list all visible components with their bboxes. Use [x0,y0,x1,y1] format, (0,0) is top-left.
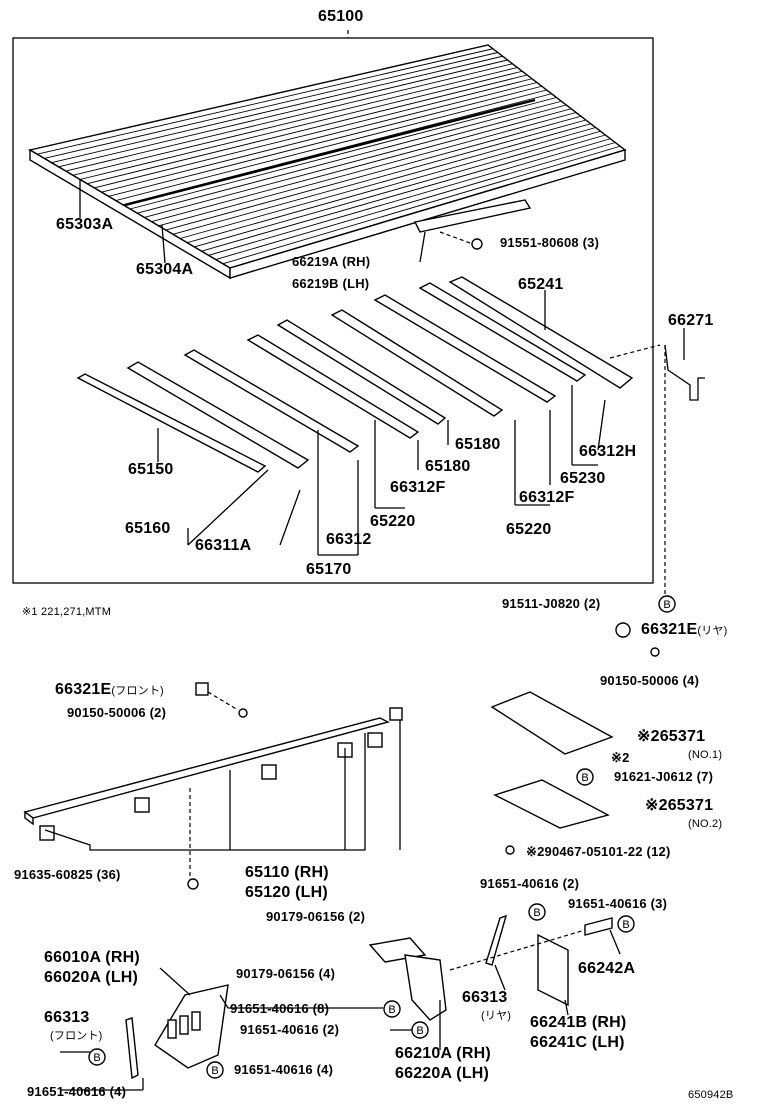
label-66241C: 66241C (LH) [530,1034,625,1051]
nut-66321E-rear [615,622,660,657]
mudguard-66210A [368,937,447,1021]
label-91651-c: 91651-40616 (8) [230,1001,330,1016]
label-65220-a: 65220 [370,513,416,530]
label-66010A: 66010A (RH) [44,949,140,966]
label-65371-no2-sub: (NO.2) [688,818,723,830]
label-90150-rear: 90150-50006 (4) [600,673,700,688]
label-91511: 91511-J0820 (2) [502,596,601,611]
label-65371-no1: ※265371 [637,728,706,745]
svg-text:B: B [663,599,670,611]
svg-text:B: B [533,907,540,919]
svg-text:B: B [93,1052,100,1064]
svg-text:B: B [581,772,588,784]
label-91551: 91551-80608 (3) [500,235,600,250]
stay-66313-front [125,1017,139,1080]
label-65110: 65110 (RH) [245,864,329,881]
nut-66321E-front [195,682,248,718]
label-66210A: 66210A (RH) [395,1045,491,1062]
label-65150: 65150 [128,461,174,478]
bracket-66219 [413,199,532,233]
label-90179-a: 90179-06156 (2) [266,909,366,924]
label-66311A: 66311A [195,537,252,554]
label-66220A: 66220A (LH) [395,1065,490,1082]
svg-text:B: B [211,1065,218,1077]
svg-text:B: B [416,1025,423,1037]
side-rail-65110 [23,707,403,841]
label-66219B: 66219B (LH) [292,276,370,291]
bolt-91551 [439,231,483,250]
label-91635: 91635-60825 (36) [14,867,121,882]
plate-65371-no2 [493,779,610,829]
leader-lines [60,180,685,1091]
svg-text:B: B [622,919,629,931]
label-91651-b: 91651-40616 (3) [568,896,668,911]
stay-66313-rear [485,914,508,966]
label-90150-front: 90150-50006 (2) [67,705,167,720]
figure-code: 650942B [688,1089,734,1101]
label-66321E-rear: 66321E(リヤ) [641,621,728,638]
cross-sills [76,276,634,473]
label-90179-b: 90179-06156 (4) [236,966,336,981]
label-65304A: 65304A [136,261,194,278]
plate-65371-no1 [490,691,614,755]
label-66219A: 66219A (RH) [292,254,371,269]
label-65230: 65230 [560,470,606,487]
mudguard-66010A [154,984,229,1069]
label-65180-a: 65180 [455,436,501,453]
label-assembly: 65100 [318,8,364,25]
label-65160: 65160 [125,520,171,537]
label-66271: 66271 [668,312,714,329]
label-66321E-front: 66321E(フロント) [55,681,164,698]
bolt-91635 [187,878,199,890]
screw-290467 [505,845,515,855]
label-65180-b: 65180 [425,458,471,475]
label-91621: 91621-J0612 (7) [614,769,714,784]
callout-b-markers: B B B B B B B B [88,595,676,1079]
label-66313-rear-note: (リヤ) [481,1010,512,1022]
label-65303A: 65303A [56,216,114,233]
label-66241B: 66241B (RH) [530,1014,627,1031]
label-66020A: 66020A (LH) [44,969,139,986]
label-66242A: 66242A [578,960,636,977]
bracket-66271 [664,344,705,401]
bracket-66242A [584,917,613,936]
label-65371-no2: ※265371 [645,797,714,814]
label-66312H: 66312H [579,443,637,460]
label-66313-front: 66313 [44,1009,90,1026]
label-65120: 65120 (LH) [245,884,328,901]
label-91651-e: 91651-40616 (4) [234,1062,334,1077]
label-66312F-b: 66312F [519,489,575,506]
label-91651-d: 91651-40616 (2) [240,1022,340,1037]
label-66312: 66312 [326,531,372,548]
label-66312F-a: 66312F [390,479,446,496]
label-star2: ※2 [611,750,630,765]
svg-text:B: B [388,1004,395,1016]
footnote: ※1 221,271,MTM [22,606,112,618]
label-66313-rear: 66313 [462,989,508,1006]
label-65170: 65170 [306,561,352,578]
mudflap-66241 [537,933,569,1007]
label-66313-front-note: (フロント) [50,1030,103,1042]
label-91651-a: 91651-40616 (2) [480,876,580,891]
label-65241: 65241 [518,276,564,293]
label-65371-no1-sub: (NO.1) [688,749,723,761]
assembly-frame [12,37,654,584]
label-65220-b: 65220 [506,521,552,538]
label-290467: ※290467-05101-22 (12) [526,844,671,859]
label-91651-f: 91651-40616 (4) [27,1084,127,1099]
